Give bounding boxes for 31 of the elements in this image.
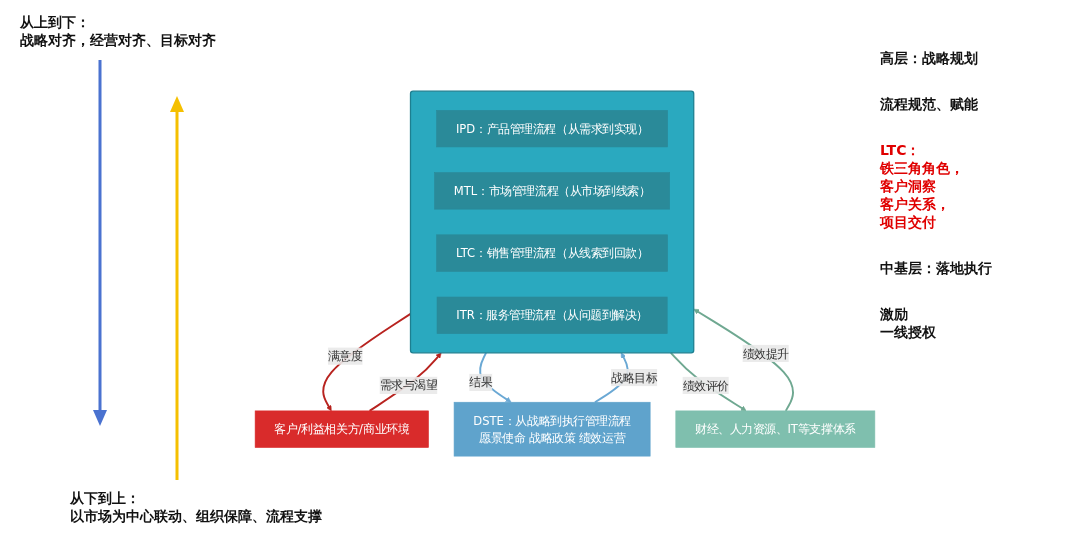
annotation-text: 高层：战略规划 [880, 50, 978, 68]
note-text: LTC： [880, 142, 921, 160]
annotation-text: 中基层：落地执行 [880, 260, 992, 278]
node-box: DSTE：从战略到执行管理流程 愿景使命 战略政策 绩效运营 [453, 402, 651, 457]
note-text: 项目交付 [880, 214, 936, 232]
edge-label: 绩效评价 [682, 378, 729, 393]
node-box: 客户/利益相关方/商业环境 [254, 410, 429, 449]
arrow [669, 352, 747, 412]
arrow [368, 352, 442, 413]
arrow [693, 309, 794, 413]
node-box: MTL：市场管理流程（从市场到线索） [434, 172, 670, 210]
annotation-text: 以市场为中心联动、组织保障、流程支撑 [70, 508, 322, 526]
node-box: IPD：产品管理流程（从需求到实现） [436, 110, 668, 148]
edge-label: 战略目标 [611, 371, 658, 385]
note-text: 铁三角角色， [880, 160, 964, 178]
note-text: 客户洞察 [880, 178, 936, 196]
cluster [409, 90, 695, 354]
note-text: 客户关系， [880, 196, 950, 214]
annotation-text: 流程规范、赋能 [880, 96, 978, 114]
annotation-text: 战略对齐，经营对齐、目标对齐 [20, 32, 216, 50]
edge-label: 需求与渴望 [379, 378, 438, 393]
edge-label: 绩效提升 [742, 347, 789, 361]
node-box: 财经、人力资源、IT等支撑体系 [675, 410, 876, 449]
edge-label: 结果 [469, 375, 493, 390]
annotation-text: 从上到下： [20, 14, 90, 32]
edge-label: 满意度 [327, 349, 363, 364]
annotation-text: 一线授权 [880, 324, 936, 342]
annotation-text: 激励 [880, 306, 908, 324]
node-box: ITR：服务管理流程（从问题到解决） [436, 297, 668, 335]
node-box: LTC：销售管理流程（从线索到回款） [436, 234, 668, 273]
annotation-text: 从下到上： [70, 490, 140, 508]
